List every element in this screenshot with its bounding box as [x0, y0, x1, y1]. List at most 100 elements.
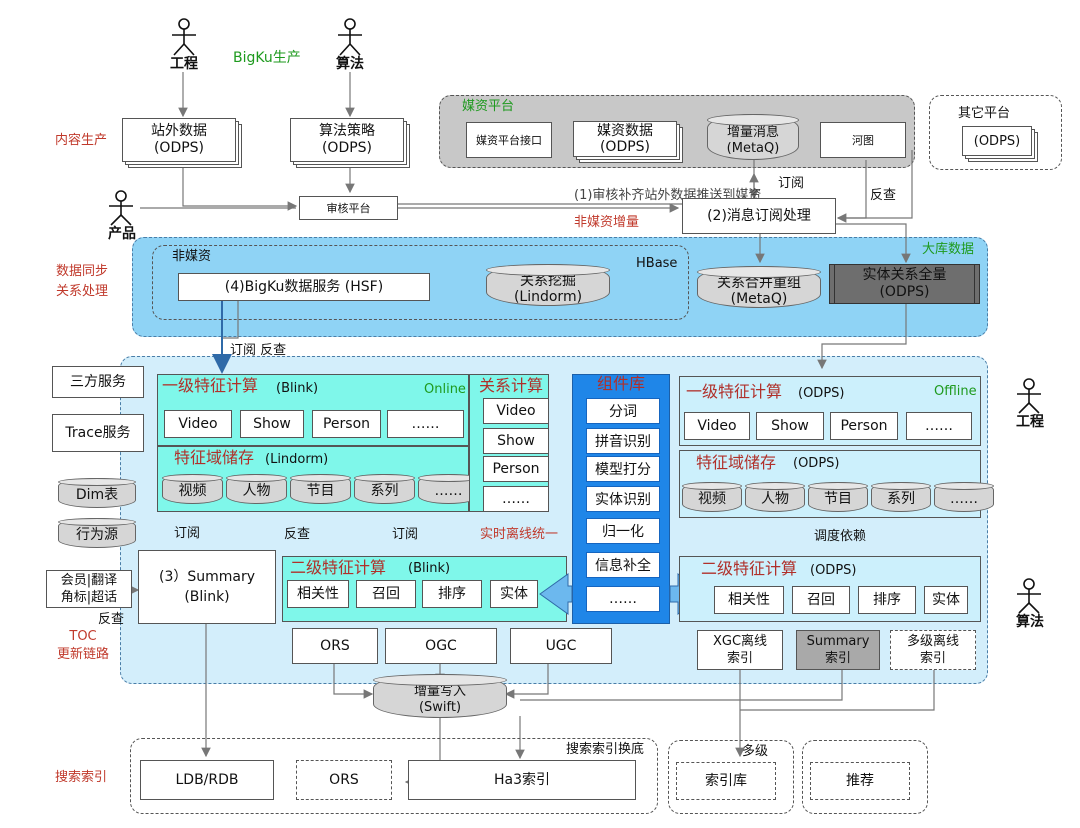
offline-storage-title: 特征域储存: [696, 453, 777, 472]
online-storage-item-3[interactable]: 节目: [290, 474, 351, 504]
online-second-level-title: 二级特征计算: [290, 558, 387, 577]
component-item-3[interactable]: 模型打分: [586, 456, 660, 482]
online-feature-item-4[interactable]: ……: [387, 410, 464, 438]
ugc-source-box[interactable]: UGC: [510, 628, 612, 664]
offline-storage-item-5[interactable]: ……: [934, 482, 994, 512]
offline-storage-item-2[interactable]: 人物: [745, 482, 805, 512]
online-storage-title: 特征域储存: [174, 448, 255, 467]
offline-storage-item-4[interactable]: 系列: [871, 482, 931, 512]
media-platform-interface-box[interactable]: 媒资平台接口: [466, 122, 552, 158]
component-item-1[interactable]: 分词: [586, 398, 660, 424]
offline-first-level-suffix: (ODPS): [798, 386, 845, 401]
non-media-incr-label: 非媒资增量: [574, 215, 640, 230]
offline-second-item-2[interactable]: 召回: [792, 586, 850, 614]
trace-service-box[interactable]: Trace服务: [52, 414, 144, 452]
offline-second-item-4[interactable]: 实体: [924, 586, 968, 614]
relation-compute-title: 关系计算: [479, 376, 544, 395]
other-platform-group: [929, 95, 1062, 170]
actor-engineer-icon: [166, 18, 202, 56]
incremental-message-cylinder[interactable]: 增量消息 (MetaQ): [707, 114, 799, 160]
content-production-label: 内容生产: [55, 133, 108, 148]
review-platform-box[interactable]: 审核平台: [299, 196, 398, 220]
entity-relation-full-box[interactable]: 实体关系全量 (ODPS): [829, 264, 980, 304]
online-second-item-4[interactable]: 实体: [490, 580, 538, 608]
component-item-5[interactable]: 归一化: [586, 518, 660, 544]
data-sync-label: 数据同步 关系处理: [56, 264, 109, 299]
relation-item-4[interactable]: ……: [483, 486, 549, 512]
realtime-offline-unify-label: 实时离线统一: [480, 527, 559, 542]
online-storage-item-5[interactable]: ……: [418, 474, 479, 504]
non-media-group: [152, 245, 689, 320]
online-second-item-2[interactable]: 召回: [356, 580, 416, 608]
offline-feature-item-1[interactable]: Video: [684, 412, 750, 440]
actor-product-label: 产品: [108, 226, 136, 242]
summary-index-box[interactable]: Summary 索引: [796, 630, 880, 670]
relation-item-3[interactable]: Person: [483, 456, 549, 482]
recommend-box[interactable]: 推荐: [810, 762, 910, 800]
relation-item-1[interactable]: Video: [483, 398, 549, 424]
relation-merge-cylinder[interactable]: 关系合并重组 (MetaQ): [697, 266, 821, 308]
third-party-service-box[interactable]: 三方服务: [52, 366, 144, 398]
index-library-box[interactable]: 索引库: [676, 762, 776, 800]
xgc-offline-index-box[interactable]: XGC离线 索引: [697, 630, 783, 670]
ors-index-box[interactable]: ORS: [296, 760, 392, 800]
member-translate-box[interactable]: 会员|翻译 角标|超话: [46, 570, 132, 608]
component-library-title: 组件库: [597, 374, 646, 393]
offline-second-item-1[interactable]: 相关性: [714, 586, 784, 614]
search-index-label: 搜索索引: [55, 770, 108, 785]
offsite-data-box[interactable]: 站外数据 (ODPS): [122, 118, 236, 162]
ors-source-box[interactable]: ORS: [292, 628, 378, 664]
ogc-source-box[interactable]: OGC: [385, 628, 497, 664]
online-first-level-suffix: (Blink): [276, 381, 319, 396]
offline-feature-item-2[interactable]: Show: [756, 412, 824, 440]
incremental-write-swift-cylinder[interactable]: 增量写入 (Swift): [373, 674, 507, 718]
multi-level-offline-index-box[interactable]: 多级离线 索引: [890, 630, 976, 670]
river-map-box[interactable]: 河图: [820, 122, 906, 158]
algorithm-strategy-box[interactable]: 算法策略 (ODPS): [290, 118, 404, 162]
online-storage-item-4[interactable]: 系列: [354, 474, 415, 504]
subscribe-mid-label-2: 订阅: [392, 527, 419, 542]
offline-feature-item-4[interactable]: ……: [906, 412, 972, 440]
media-platform-title: 媒资平台: [462, 99, 515, 114]
online-second-item-3[interactable]: 排序: [422, 580, 482, 608]
actor-engineer-right-icon: [1012, 378, 1046, 414]
step2-message-box[interactable]: (2)消息订阅处理: [682, 198, 836, 234]
other-platform-odps-box[interactable]: (ODPS): [962, 126, 1032, 156]
bigku-data-service-box[interactable]: (4)BigKu数据服务 (HSF): [178, 273, 430, 301]
component-item-7[interactable]: ……: [586, 586, 660, 612]
behavior-source-cylinder[interactable]: 行为源: [58, 518, 136, 548]
online-feature-item-2[interactable]: Show: [240, 410, 304, 438]
offline-second-level-suffix: (ODPS): [810, 563, 857, 578]
component-item-6[interactable]: 信息补全: [586, 552, 660, 578]
online-second-item-1[interactable]: 相关性: [287, 580, 349, 608]
media-data-box[interactable]: 媒资数据 (ODPS): [573, 121, 677, 157]
offline-feature-item-3[interactable]: Person: [830, 412, 898, 440]
search-index-group: [130, 738, 658, 814]
dim-table-cylinder[interactable]: Dim表: [58, 478, 136, 508]
online-storage-item-2[interactable]: 人物: [226, 474, 287, 504]
online-first-level-title: 一级特征计算: [162, 376, 259, 395]
component-item-2[interactable]: 拼音识别: [586, 428, 660, 454]
online-feature-item-3[interactable]: Person: [312, 410, 381, 438]
online-feature-item-1[interactable]: Video: [164, 410, 232, 438]
offline-second-item-3[interactable]: 排序: [858, 586, 916, 614]
offline-tag: Offline: [934, 384, 977, 399]
toc-update-label: TOC 更新链路: [57, 629, 110, 662]
offline-storage-item-3[interactable]: 节目: [808, 482, 868, 512]
online-storage-item-1[interactable]: 视频: [162, 474, 223, 504]
actor-engineer-label: 工程: [170, 56, 198, 72]
component-item-4[interactable]: 实体识别: [586, 486, 660, 512]
offline-second-level-title: 二级特征计算: [701, 559, 798, 578]
actor-algorithm-icon: [332, 18, 368, 56]
online-second-level-suffix: (Blink): [408, 561, 451, 576]
offline-storage-item-1[interactable]: 视频: [682, 482, 742, 512]
actor-algorithm-right-label: 算法: [1016, 614, 1044, 630]
ha3-index-box[interactable]: Ha3索引: [408, 760, 636, 800]
relation-item-2[interactable]: Show: [483, 428, 549, 454]
summary-blink-box[interactable]: (3）Summary (Blink): [138, 550, 276, 624]
hbase-label: HBase: [636, 256, 678, 271]
multi-level-group: [668, 740, 794, 814]
subscribe-mid-label-1: 订阅: [174, 526, 201, 541]
ldb-rdb-box[interactable]: LDB/RDB: [140, 760, 274, 800]
relation-mining-cylinder[interactable]: 关系挖掘 (Lindorm): [486, 264, 610, 306]
